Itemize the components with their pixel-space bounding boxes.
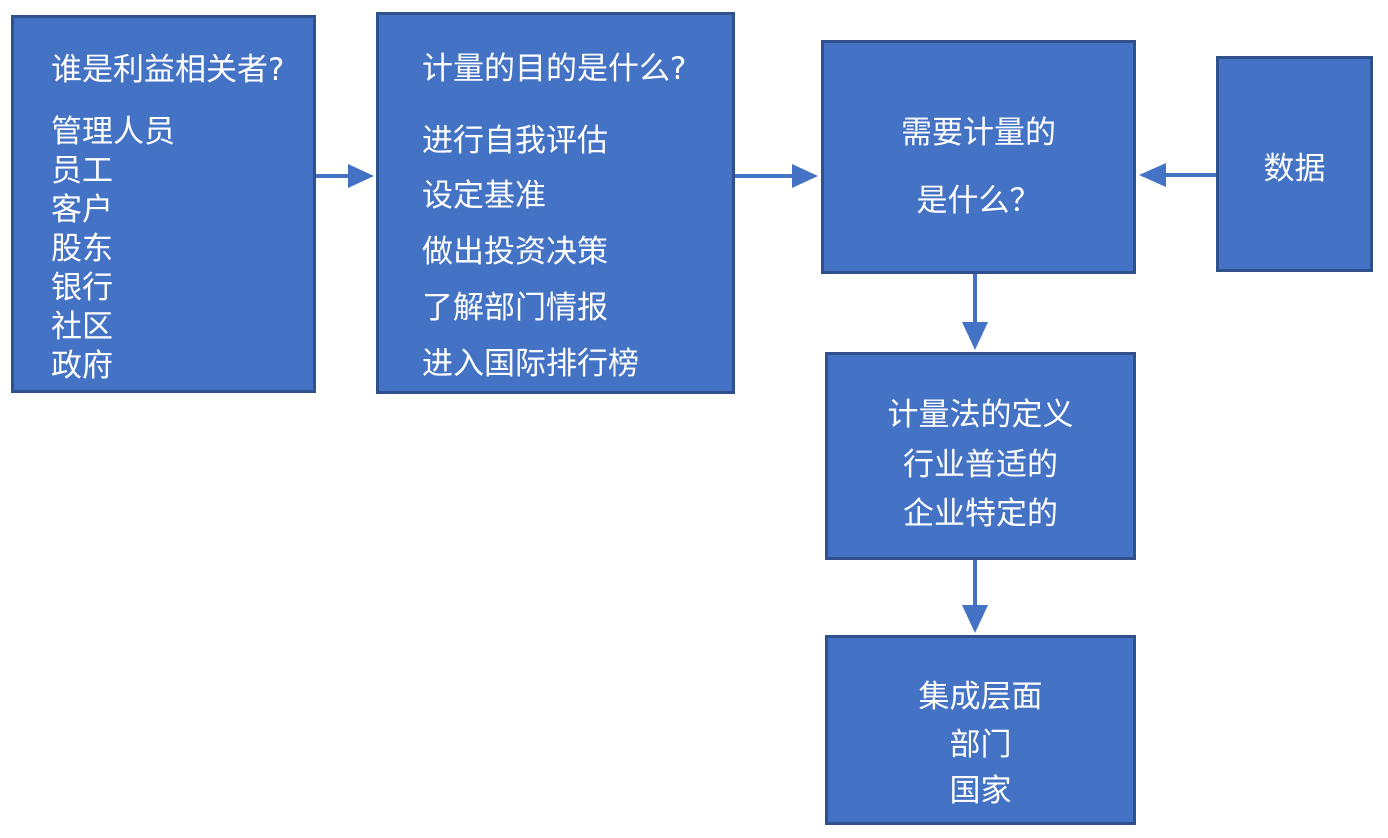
stakeholder-item: 股东 xyxy=(51,231,113,267)
measure-line: 是什么？ xyxy=(916,183,1041,219)
purposes-box: 计量的目的是什么? 进行自我评估 设定基准 做出投资决策 了解部门情报 进入国际… xyxy=(376,12,735,394)
stakeholders-title: 谁是利益相关者? xyxy=(51,52,285,88)
arrow-measure-to-definition xyxy=(962,274,988,350)
stakeholder-item: 银行 xyxy=(51,270,113,306)
integration-line: 国家 xyxy=(949,773,1012,809)
stakeholder-item: 政府 xyxy=(51,348,113,384)
stakeholders-box: 谁是利益相关者? 管理人员 员工 客户 股东 银行 社区 政府 xyxy=(11,15,316,393)
definition-line: 行业普适的 xyxy=(903,447,1058,483)
purpose-item: 进行自我评估 xyxy=(422,123,608,159)
purpose-item: 进入国际排行榜 xyxy=(422,346,639,382)
purpose-item: 了解部门情报 xyxy=(422,290,608,326)
data-label: 数据 xyxy=(1263,151,1326,187)
stakeholder-item: 员工 xyxy=(51,153,113,189)
arrow-stakeholders-to-purposes xyxy=(316,164,374,188)
arrow-purposes-to-measure xyxy=(735,164,818,188)
definition-line: 企业特定的 xyxy=(903,496,1058,532)
arrow-definition-to-integration xyxy=(962,560,988,633)
stakeholder-item: 客户 xyxy=(51,192,113,228)
integration-line: 部门 xyxy=(949,727,1012,763)
integration-line: 集成层面 xyxy=(918,679,1043,715)
measure-box: 需要计量的 是什么？ xyxy=(821,40,1136,274)
stakeholder-item: 社区 xyxy=(51,309,113,345)
definition-box: 计量法的定义 行业普适的 企业特定的 xyxy=(825,352,1136,560)
data-box: 数据 xyxy=(1216,56,1373,272)
measure-line: 需要计量的 xyxy=(901,115,1056,151)
arrow-data-to-measure xyxy=(1139,163,1216,187)
purpose-item: 做出投资决策 xyxy=(422,234,608,270)
definition-line: 计量法的定义 xyxy=(887,397,1074,433)
integration-box: 集成层面 部门 国家 xyxy=(825,635,1136,825)
purposes-title: 计量的目的是什么? xyxy=(422,51,687,87)
stakeholder-item: 管理人员 xyxy=(51,114,175,150)
purpose-item: 设定基准 xyxy=(422,178,546,214)
